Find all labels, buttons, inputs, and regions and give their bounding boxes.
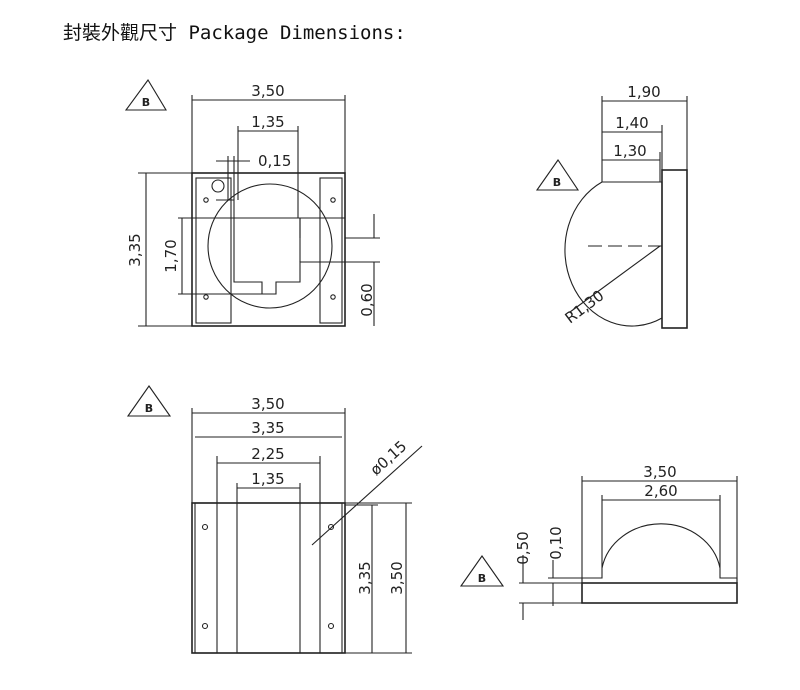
datum-marker: B xyxy=(459,555,505,587)
dim-front-base-height: 0,50 xyxy=(514,531,532,564)
bottom-right-pad xyxy=(319,502,343,654)
side-view: B R1,30 1,90 1,40 1,30 xyxy=(535,83,688,329)
dim-bottom-w-inner: 3,35 xyxy=(251,419,284,437)
datum-marker: B xyxy=(126,385,172,417)
dim-bottom-w-center: 1,35 xyxy=(251,470,284,488)
dim-bottom-w-outer: 3,50 xyxy=(251,395,284,413)
front-base xyxy=(581,582,738,604)
bottom-left-pad xyxy=(194,502,218,654)
datum-marker: B xyxy=(535,159,580,191)
bottom-center-pad xyxy=(236,502,301,654)
polarity-mark xyxy=(211,179,225,193)
left-pad xyxy=(195,177,232,324)
dim-bottom-h-outer: 3,50 xyxy=(388,561,406,594)
svg-text:B: B xyxy=(553,176,561,189)
side-body xyxy=(661,169,688,329)
package-body-outline xyxy=(191,172,346,327)
datum-marker: B xyxy=(124,79,167,111)
front-view: B 3,50 2,60 0,50 0,10 xyxy=(459,463,738,620)
dim-side-w3: 1,30 xyxy=(613,142,646,160)
bottom-view: B 3,50 3,35 2,25 1,35 ø0,15 3,3 xyxy=(126,385,423,654)
svg-text:B: B xyxy=(478,572,486,585)
dim-top-inner-width: 1,35 xyxy=(251,113,284,131)
dim-top-offset: 0,60 xyxy=(358,283,376,316)
dim-bottom-hole: ø0,15 xyxy=(367,437,411,479)
dim-bottom-h-inner: 3,35 xyxy=(356,561,374,594)
dim-top-gap: 0,15 xyxy=(258,152,291,170)
right-pad xyxy=(319,177,343,324)
dim-side-radius: R1,30 xyxy=(562,286,608,327)
dim-side-w2: 1,40 xyxy=(615,114,648,132)
dim-top-inner-height: 1,70 xyxy=(162,239,180,272)
svg-text:B: B xyxy=(142,96,150,109)
bottom-body-outline xyxy=(191,502,346,654)
page-title: 封裝外觀尺寸 Package Dimensions: xyxy=(63,22,406,44)
dim-side-w1: 1,90 xyxy=(627,83,660,101)
dim-front-width: 3,50 xyxy=(643,463,676,481)
lens-outline xyxy=(207,183,333,309)
dim-front-step: 0,10 xyxy=(547,526,565,559)
svg-text:B: B xyxy=(145,402,153,415)
dim-bottom-w-pad: 2,25 xyxy=(251,445,284,463)
dim-top-height: 3,35 xyxy=(126,233,144,266)
top-view: B 3,50 1,35 0,15 xyxy=(124,79,380,327)
dim-top-width: 3,50 xyxy=(251,82,284,100)
dim-front-dome-width: 2,60 xyxy=(644,482,677,500)
